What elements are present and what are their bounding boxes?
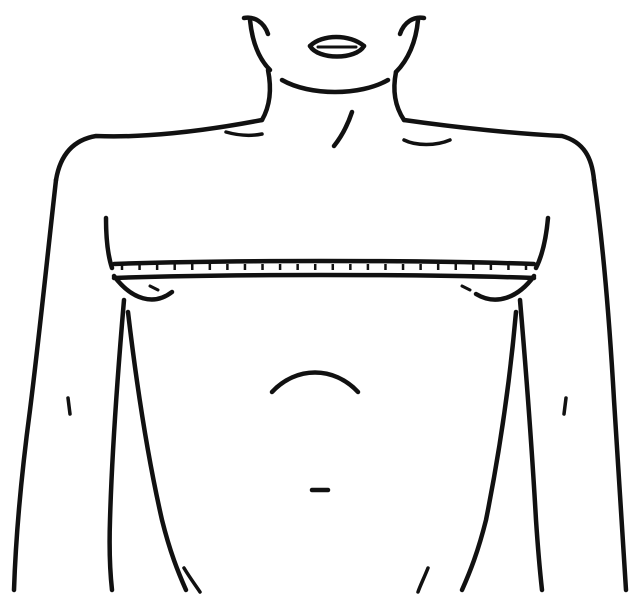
torso-side-left	[128, 312, 186, 590]
rib-arc	[272, 373, 358, 393]
clavicle-left	[226, 132, 262, 135]
torso-side-right	[462, 312, 516, 590]
hip-right	[418, 568, 428, 592]
elbow-left	[68, 398, 70, 414]
arm-right-outer	[594, 180, 626, 590]
arm-left-inner	[110, 300, 124, 590]
tape-top-edge	[114, 261, 534, 264]
nipple-left	[150, 286, 158, 290]
arm-left-outer	[14, 180, 56, 590]
clavicle-right	[404, 140, 450, 145]
shoulder-right	[404, 120, 594, 180]
jaw-right	[396, 20, 418, 72]
chin	[282, 80, 388, 92]
neck-left	[262, 70, 270, 120]
tape-ticks	[122, 264, 526, 270]
tape-bottom-edge	[114, 275, 534, 278]
armpit-left	[106, 218, 112, 268]
throat-notch	[334, 112, 352, 146]
ear-right	[400, 18, 424, 34]
armpit-right	[536, 218, 548, 268]
elbow-right	[564, 398, 566, 414]
measuring-tape	[114, 261, 534, 278]
nipple-right	[462, 286, 470, 290]
neck-right	[394, 72, 404, 120]
arm-right-inner	[520, 300, 542, 590]
ear-left	[244, 18, 268, 34]
mouth	[310, 37, 364, 57]
shoulder-left	[56, 120, 262, 180]
